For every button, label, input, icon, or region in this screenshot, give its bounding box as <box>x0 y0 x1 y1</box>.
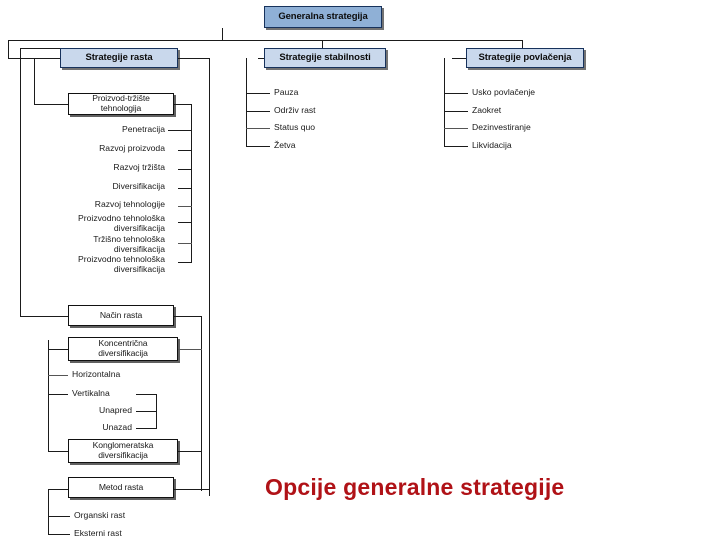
connector-group2-sub-rail <box>48 340 50 406</box>
connector-leaf-unazad <box>136 428 157 430</box>
connector-rasta-exit <box>178 58 210 60</box>
connector-growth-left-rail <box>20 48 22 316</box>
node-label: Generalna strategija <box>278 10 368 22</box>
connector-into-koncentricna <box>48 349 68 351</box>
connector-rail-to-group1 <box>34 58 36 104</box>
connector-leaf-proizvodno-tehnoloska-1 <box>178 222 192 224</box>
node-label: Strategije rasta <box>85 51 153 63</box>
connector-leaf-razvoj-proizvoda <box>178 150 192 152</box>
connector-leaf-razvoj-trzista <box>178 169 192 171</box>
leaf-horizontalna: Horizontalna <box>72 369 121 379</box>
leaf-pauza: Pauza <box>274 87 299 97</box>
leaf-unapred: Unapred <box>99 405 132 415</box>
connector-leaf-horizontalna <box>48 375 68 377</box>
connector-leaf-unapred <box>136 411 157 413</box>
node-strategije-povlacenja[interactable]: Strategije povlačenja <box>466 48 584 68</box>
leaf-proizvodno-tehnoloska-diversifikacija-1: Proizvodno tehnološka diversifikacija <box>78 213 165 233</box>
connector-leaf-trzisno-tehnoloska <box>178 243 192 245</box>
connector-leaf-zaokret <box>444 111 468 113</box>
connector-koncentricna-exit <box>178 349 202 351</box>
node-proizvod-trziste-tehnologija[interactable]: Proizvod-tržište tehnologija <box>68 93 174 115</box>
page-title: Opcije generalne strategije <box>265 474 565 500</box>
connector-leaf-usko-povlacenje <box>444 93 468 95</box>
node-label: Proizvod-tržište tehnologija <box>92 93 150 113</box>
connector-rasta-right-rail <box>209 58 211 496</box>
node-label: Konglomeratska diversifikacija <box>92 440 154 460</box>
connector-rail-to-group2 <box>20 316 68 318</box>
connector-leaf-eksterni-rast <box>48 534 70 536</box>
node-label: Metod rasta <box>98 481 144 492</box>
connector-leaf-vertikalna <box>48 394 68 396</box>
connector-leaf-penetracija <box>168 130 192 132</box>
connector-group1-bracket <box>191 104 193 262</box>
connector-root-spine <box>8 40 523 42</box>
leaf-trzisno-tehnoloska-diversifikacija: Tržišno tehnološka diversifikacija <box>93 234 165 254</box>
leaf-zaokret: Zaokret <box>472 105 502 115</box>
leaf-penetracija: Penetracija <box>122 124 165 134</box>
leaf-razvoj-proizvoda: Razvoj proizvoda <box>99 143 165 153</box>
connector-group2-exit <box>174 316 202 318</box>
connector-group2-bracket <box>201 316 203 491</box>
leaf-eksterni-rast: Eksterni rast <box>74 528 122 538</box>
leaf-razvoj-tehnologije: Razvoj tehnologije <box>94 199 165 209</box>
connector-group3-to-box <box>48 489 68 491</box>
node-nacin-rasta[interactable]: Način rasta <box>68 305 174 326</box>
leaf-razvoj-trzista: Razvoj tržišta <box>113 162 165 172</box>
node-generalna-strategija[interactable]: Generalna strategija <box>264 6 382 28</box>
leaf-organski-rast: Organski rast <box>74 510 126 520</box>
leaf-dezinvestiranje: Dezinvestiranje <box>472 122 531 132</box>
connector-root-stem <box>222 28 224 41</box>
connector-leaf-razvoj-tehnologije <box>178 206 192 208</box>
connector-group1-exit <box>174 104 192 106</box>
connector-stability-bracket <box>246 58 248 147</box>
connector-leaf-pauza <box>246 93 270 95</box>
connector-leaf-likvidacija <box>444 146 468 148</box>
leaf-status-quo: Status quo <box>274 122 316 132</box>
connector-group3-bracket <box>48 489 50 535</box>
node-strategije-stabilnosti[interactable]: Strategije stabilnosti <box>264 48 386 68</box>
connector-leaf-dezinvestiranje <box>444 128 468 130</box>
connector-leaf-odrziv-rast <box>246 111 270 113</box>
connector-retrenchment-bracket <box>444 58 446 147</box>
connector-into-konglomeratska <box>48 451 68 453</box>
leaf-proizvodno-tehnoloska-diversifikacija-2: Proizvodno tehnološka diversifikacija <box>78 254 165 274</box>
connector-leaf-diversifikacija <box>178 188 192 190</box>
connector-rail-to-group1-h <box>20 58 35 60</box>
connector-leaf-status-quo <box>246 128 270 130</box>
connector-konglomeratska-exit <box>178 451 202 453</box>
connector-group2-sub-rail-2 <box>48 406 50 452</box>
leaf-vertikalna: Vertikalna <box>72 388 110 398</box>
node-strategije-rasta[interactable]: Strategije rasta <box>60 48 178 68</box>
leaf-odrziv-rast: Održiv rast <box>274 105 316 115</box>
connector-drop-rasta <box>8 40 10 58</box>
node-label: Način rasta <box>99 309 143 320</box>
connector-leaf-proizvodno-tehnoloska-2 <box>178 262 192 264</box>
connector-group3-exit <box>174 489 210 491</box>
leaf-diversifikacija: Diversifikacija <box>112 181 165 191</box>
connector-leaf-organski-rast <box>48 516 70 518</box>
leaf-unazad: Unazad <box>102 422 132 432</box>
node-konglomeratska-diversifikacija[interactable]: Konglomeratska diversifikacija <box>68 439 178 463</box>
node-metod-rasta[interactable]: Metod rasta <box>68 477 174 498</box>
connector-into-group1 <box>34 104 68 106</box>
connector-leaf-zetva <box>246 146 270 148</box>
leaf-zetva: Žetva <box>274 140 296 150</box>
node-koncentricna-diversifikacija[interactable]: Koncentrična diversifikacija <box>68 337 178 361</box>
leaf-usko-povlacenje: Usko povlačenje <box>472 87 536 97</box>
node-label: Strategije povlačenja <box>478 51 572 63</box>
node-label: Strategije stabilnosti <box>279 51 371 63</box>
connector-vertikalna-to-bracket <box>136 394 157 396</box>
connector-growth-rail-top <box>20 48 60 50</box>
leaf-likvidacija: Likvidacija <box>472 140 512 150</box>
node-label: Koncentrična diversifikacija <box>98 338 148 358</box>
